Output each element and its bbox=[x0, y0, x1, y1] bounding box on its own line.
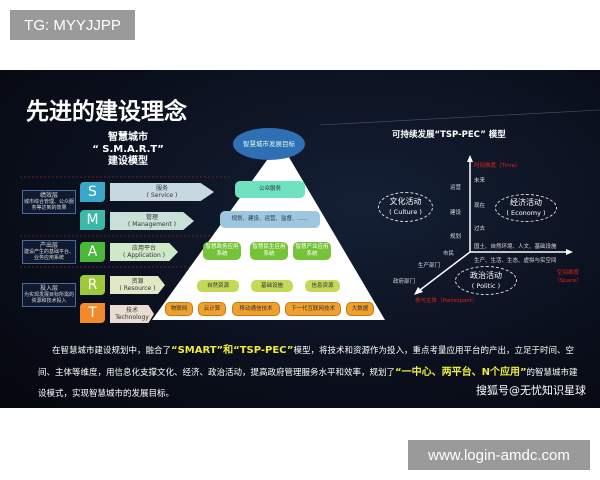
goal-ellipse: 智慧城市发展目标 bbox=[233, 128, 305, 160]
time-tick: 过去 bbox=[474, 226, 486, 232]
management-box: 规划、建设、运营、监督、…… bbox=[220, 211, 320, 228]
smart-model-title: 智慧城市 “ S.M.A.R.T” 建设模型 bbox=[78, 132, 178, 168]
resource-box: 自然资源 bbox=[197, 280, 239, 292]
top-tag: TG: MYYJJPP bbox=[10, 10, 135, 40]
watermark-text: 搜狐号@无忧知识星球 bbox=[476, 384, 586, 397]
description-paragraph: 在智慧城市建设规划中，融合了“SMART”和“TSP-PEC”模型，将技术和资源… bbox=[38, 345, 578, 399]
pyramid-shape bbox=[20, 109, 600, 320]
tech-box: 下一代互联网技术 bbox=[285, 302, 341, 316]
participant-axis bbox=[419, 251, 471, 291]
letter-r: R bbox=[80, 275, 105, 295]
stage-tick: 建设 bbox=[450, 210, 462, 216]
participant-tick: 生产部门 bbox=[418, 263, 441, 269]
letter-s: S bbox=[80, 182, 105, 202]
slide-title: 先进的建设理念 bbox=[26, 99, 187, 125]
culture-ellipse: 文化活动( Culture ) bbox=[378, 192, 433, 222]
app-box: 智慧产业应用系统 bbox=[293, 242, 331, 260]
time-axis-label: 时间维度（Time） bbox=[474, 163, 521, 169]
app-box: 智慧政务应用系统 bbox=[203, 242, 241, 260]
tech-box: 移动通信技术 bbox=[232, 302, 280, 316]
layer-output: 产出层建设产生的基础平台、业务应用系统 bbox=[22, 240, 76, 264]
tech-box: 云计算 bbox=[198, 302, 226, 316]
letter-t: T bbox=[80, 303, 105, 323]
bottom-tag: www.login-amdc.com bbox=[408, 440, 590, 470]
participant-tick: 政府部门 bbox=[393, 279, 416, 285]
resource-box: 信息资源 bbox=[305, 280, 340, 292]
layer-performance: 绩效层城市综合管理、公众服务等达到的效果 bbox=[22, 190, 76, 214]
slide-image: 先进的建设理念 智慧城市 “ S.M.A.R.T” 建设模型 智慧城市发展目标 … bbox=[0, 70, 600, 408]
smart-title-line: 智慧城市 bbox=[108, 132, 148, 143]
arrow-application: 应用平台( Application ) bbox=[110, 243, 178, 261]
letter-a: A bbox=[80, 242, 105, 262]
arrow-management: 管理( Management ) bbox=[110, 212, 194, 230]
time-tick: 未来 bbox=[474, 178, 486, 184]
arrow-resource: 资源( Resource ) bbox=[110, 276, 165, 294]
letter-m: M bbox=[80, 210, 105, 230]
participant-tick: 市民 bbox=[443, 251, 455, 257]
app-box: 智慧民生应用系统 bbox=[250, 242, 288, 260]
space-axis-label: 空间维度（Space） bbox=[554, 270, 582, 284]
smart-title-line: “ S.M.A.R.T” bbox=[92, 144, 164, 155]
economy-ellipse: 经济活动( Economy ) bbox=[495, 194, 557, 222]
space-tick: 生产、生活、生态、虚拟与实空间 bbox=[474, 258, 557, 264]
tech-box: 大数据 bbox=[346, 302, 374, 316]
tech-box: 物联网 bbox=[165, 302, 193, 316]
politic-ellipse: 政治活动( Politic ) bbox=[455, 266, 517, 295]
resource-box: 基础设施 bbox=[251, 280, 293, 292]
smart-title-line: 建设模型 bbox=[108, 156, 148, 167]
pyramid-body bbox=[152, 142, 385, 320]
tsp-title: 可持续发展“TSP-PEC” 模型 bbox=[392, 130, 506, 140]
stage-tick: 运营 bbox=[450, 185, 462, 191]
space-tick: 国土、自然环境、人文、基础设施 bbox=[474, 244, 557, 250]
public-service-box: 公众服务 bbox=[235, 181, 305, 198]
layer-input: 投入层为实现发展目标所需的资源和技术投入 bbox=[22, 283, 76, 307]
stage-tick: 规划 bbox=[450, 234, 462, 240]
participant-axis-label: 参与主体（Participant） bbox=[415, 298, 478, 304]
time-tick: 现在 bbox=[474, 203, 486, 209]
arrow-service: 服务( Service ) bbox=[110, 183, 214, 201]
